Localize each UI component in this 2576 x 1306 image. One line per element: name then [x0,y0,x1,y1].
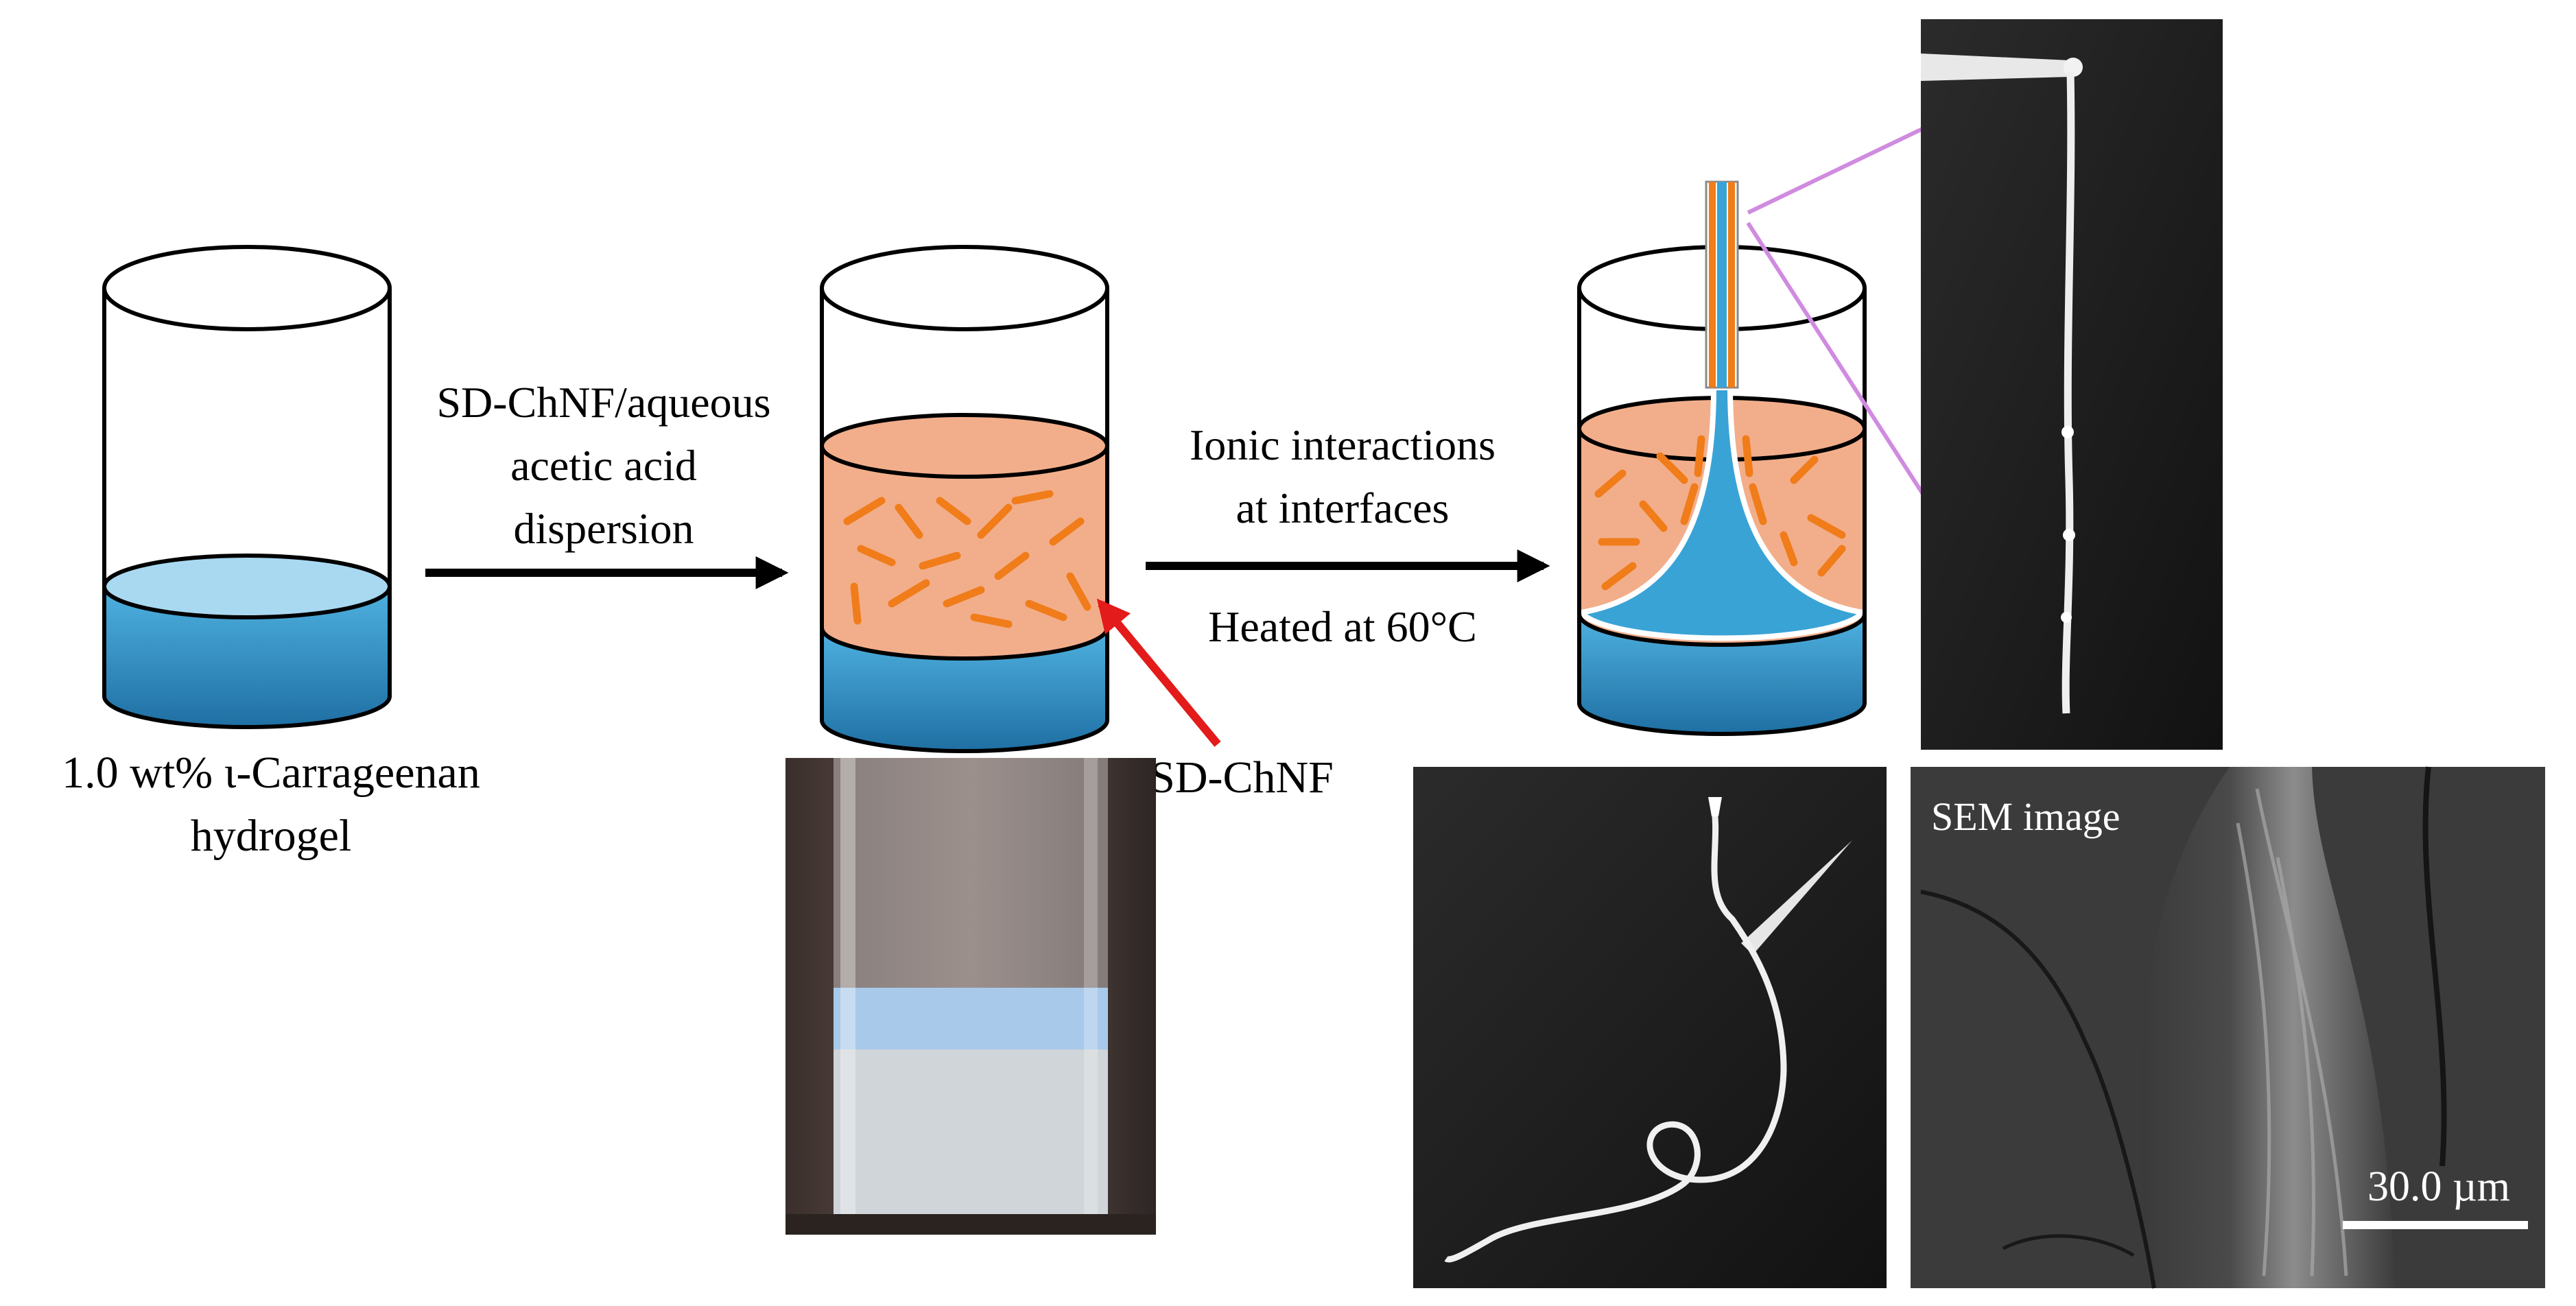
dispersion-label-line1: SD-ChNF/aqueous [436,378,770,427]
heated-label: Heated at 60°C [1208,602,1477,651]
nanofibers [1594,435,1846,591]
beaker-hydrogel [102,245,392,729]
hydrogel-layer [822,628,1107,751]
beaker-drawing [1576,180,1868,736]
beaker-rim [820,245,1109,331]
ionic-label-line2: at interfaces [1236,484,1450,532]
dispersion-surface [820,413,1109,479]
hydrogel-label-line1: 1.0 wt% ι-Carrageenan [62,748,480,798]
sem-image: SEM image 30.0 µm [1911,766,2545,1289]
vial-photo [785,758,1156,1235]
dispersion-label-line3: dispersion [513,504,694,553]
sd-chnf-pointer-arrow [1096,598,1221,747]
sem-label: SEM image [1931,794,2120,839]
photo-curled-fiber [1413,767,1887,1288]
hydrogel-label-line2: hydrogel [191,811,352,861]
ionic-label-line1: Ionic interactions [1190,420,1496,469]
sd-chnf-label: SD-ChNF [1150,752,1334,803]
hydrogel-surface [102,554,392,619]
nanofibers [843,490,1091,628]
drawn-fiber [1705,180,1739,389]
dispersion-label-line2: acetic acid [510,441,697,490]
scale-bar [2343,1221,2528,1229]
drawn-hydrogel-cone [1576,385,1868,641]
scale-bar-label: 30.0 µm [2367,1163,2510,1210]
beaker-dispersion [820,245,1109,753]
photo-hanging-fiber [1921,19,2223,750]
beaker-rim [102,245,392,331]
hydrogel-layer [104,586,390,727]
hydrogel-layer [1579,614,1865,734]
